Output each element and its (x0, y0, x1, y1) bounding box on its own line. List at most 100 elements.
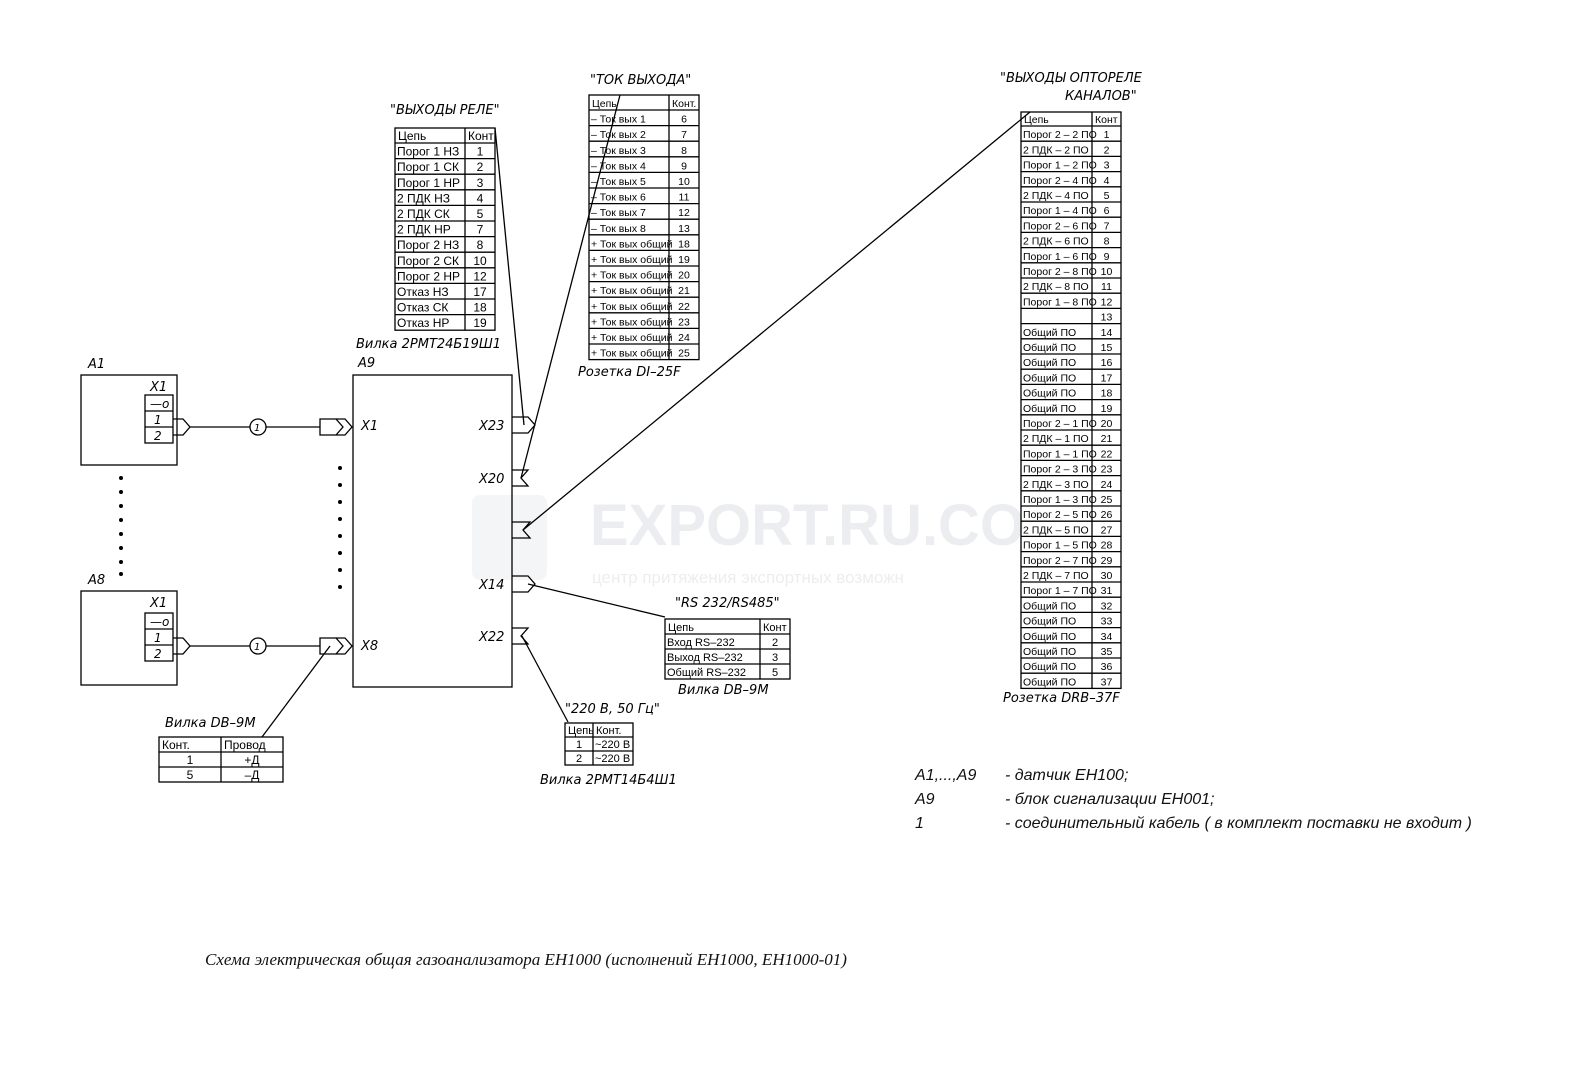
opto-table-cell-r3-c0: Порог 2 – 4 ПО (1023, 175, 1097, 187)
legend-desc-3: - соединительный кабель ( в комплект пос… (1005, 815, 1472, 832)
db9-table-cell-r0-c0: 1 (187, 753, 194, 767)
rs-table-title: "RS 232/RS485" (675, 596, 780, 611)
opto-table-cell-r4-c0: 2 ПДК – 4 ПО (1023, 190, 1089, 202)
power-table-header-0: Цепь (568, 725, 594, 737)
relay-table-cell-r11-c0: Отказ НР (397, 316, 449, 330)
relay-table-cell-r5-c0: 2 ПДК НР (397, 223, 451, 237)
relay-table-cell-r5-c1: 7 (477, 223, 484, 237)
current-table-grid (588, 94, 700, 361)
current-table-footer: Розетка DI–25F (578, 365, 681, 380)
current-table-cell-r8-c1: 18 (678, 238, 690, 250)
sensor-a8-connector-label: X1 (149, 596, 167, 611)
block-a9-label: A9 (357, 356, 375, 371)
sensor-a8-label: A8 (87, 573, 105, 588)
opto-table-cell-r22-c1: 23 (1101, 464, 1113, 476)
opto-table-cell-r8-c0: Порог 1 – 6 ПО (1023, 251, 1097, 263)
sensor-a1-pin-shield: —o (150, 397, 169, 411)
current-table-cell-r8-c0: + Ток вых общий (591, 238, 673, 250)
opto-table-cell-r24-c1: 25 (1101, 494, 1113, 506)
leader-lines (494, 94, 1031, 723)
opto-table-cell-r16-c1: 17 (1101, 372, 1113, 384)
block-a9-body (352, 374, 513, 688)
opto-table-cell-r23-c0: 2 ПДК – 3 ПО (1023, 479, 1089, 491)
watermark-brand: EXPORT.RU.CO (590, 493, 1025, 558)
rs-table-cell-r0-c1: 2 (772, 637, 778, 649)
opto-table-cell-r6-c0: Порог 2 – 6 ПО (1023, 220, 1097, 232)
port-label-x1: X1 (360, 419, 378, 434)
sensor-a1-pin-2: 2 (154, 429, 162, 443)
port-label-x8: X8 (360, 639, 378, 654)
rs-table-cell-r1-c1: 3 (772, 652, 778, 664)
db9-table-cell-r1-c0: 5 (187, 768, 194, 782)
current-table-cell-r15-c0: + Ток вых общий (591, 348, 673, 360)
current-table-cell-r3-c0: – Ток вых 4 (591, 160, 646, 172)
watermark-logo-icon (472, 495, 547, 580)
rs-table-cell-r0-c0: Вход RS–232 (667, 637, 735, 649)
opto-table-cell-r10-c1: 11 (1101, 281, 1112, 293)
opto-table-cell-r36-c1: 37 (1101, 676, 1113, 688)
diagram-caption: Схема электрическая общая газоанализатор… (205, 950, 847, 969)
current-table-cell-r1-c1: 7 (681, 129, 687, 141)
opto-table-cell-r19-c1: 20 (1101, 418, 1113, 430)
current-table-cell-r11-c0: + Ток вых общий (591, 285, 673, 297)
power-table-title: "220 В, 50 Гц" (565, 702, 660, 717)
legend: A1,...,A9 - датчик ЕН100; A9 - блок сигн… (914, 767, 1472, 832)
rs-table-footer: Вилка DB–9M (678, 683, 769, 698)
opto-table-cell-r12-c1: 13 (1101, 312, 1113, 324)
opto-table-cell-r19-c0: Порог 2 – 1 ПО (1023, 418, 1097, 430)
opto-table-cell-r27-c1: 28 (1101, 540, 1113, 552)
power-table-cell-r1-c0: 2 (576, 753, 582, 765)
opto-table-cell-r14-c1: 15 (1101, 342, 1113, 354)
opto-table-cell-r26-c1: 27 (1101, 524, 1113, 536)
opto-table-cell-r20-c0: 2 ПДК – 1 ПО (1023, 433, 1089, 445)
opto-table-cell-r9-c0: Порог 2 – 8 ПО (1023, 266, 1097, 278)
current-table-cell-r5-c0: – Ток вых 6 (591, 192, 646, 204)
relay-table-cell-r2-c1: 3 (477, 176, 484, 190)
opto-table-cell-r33-c1: 34 (1101, 631, 1113, 643)
current-table-cell-r9-c0: + Ток вых общий (591, 254, 673, 266)
current-table-cell-r1-c0: – Ток вых 2 (591, 129, 646, 141)
power-table-cell-r0-c1: ~220 В (595, 739, 630, 751)
opto-table-cell-r31-c1: 32 (1101, 600, 1113, 612)
sensor-a1-connector-label: X1 (149, 380, 167, 395)
power-table-header-1: Конт. (596, 725, 621, 737)
relay-table-cell-r7-c1: 10 (473, 254, 487, 268)
opto-table-cell-r29-c0: 2 ПДК – 7 ПО (1023, 570, 1089, 582)
rs-table-header-1: Конт (763, 622, 787, 634)
current-table-title: "ТОК ВЫХОДА" (590, 73, 691, 88)
opto-table-cell-r28-c0: Порог 2 – 7 ПО (1023, 555, 1097, 567)
legend-desc-2: - блок сигнализации ЕН001; (1005, 791, 1215, 808)
rs-table-cell-r2-c0: Общий RS–232 (667, 667, 746, 679)
relay-table-cell-r8-c1: 12 (473, 269, 487, 283)
power-table-cell-r0-c0: 1 (576, 739, 582, 751)
opto-table-cell-r5-c0: Порог 1 – 4 ПО (1023, 205, 1097, 217)
current-table-cell-r6-c0: – Ток вых 7 (591, 207, 646, 219)
current-table-header-1: Конт. (672, 98, 696, 110)
opto-table-cell-r18-c1: 19 (1101, 403, 1113, 415)
relay-table-grid (394, 127, 496, 331)
current-table-cell-r10-c1: 20 (678, 270, 690, 282)
opto-table-title-line1: "ВЫХОДЫ ОПТОРЕЛЕ (1000, 71, 1143, 86)
relay-table-cell-r3-c0: 2 ПДК НЗ (397, 191, 450, 205)
opto-table-cell-r25-c1: 26 (1101, 509, 1113, 521)
opto-table-cell-r8-c1: 9 (1104, 251, 1110, 263)
opto-table-cell-r25-c0: Порог 2 – 5 ПО (1023, 509, 1097, 521)
opto-table-cell-r15-c0: Общий ПО (1023, 357, 1076, 369)
opto-table-header-1: Конт (1095, 114, 1118, 126)
opto-table-cell-r28-c1: 29 (1101, 555, 1113, 567)
relay-table-cell-r9-c0: Отказ НЗ (397, 285, 449, 299)
current-table-cell-r0-c0: – Ток вых 1 (591, 114, 646, 126)
watermark: EXPORT.RU.CO центр притяжения экспортных… (472, 493, 1025, 587)
opto-table-cell-r35-c1: 36 (1101, 661, 1113, 673)
opto-table-cell-r2-c0: Порог 1 – 2 ПО (1023, 160, 1097, 172)
opto-table-cell-r5-c1: 6 (1104, 205, 1110, 217)
relay-table-cell-r10-c0: Отказ СК (397, 301, 448, 315)
relay-table-cell-r4-c1: 5 (477, 207, 484, 221)
relay-table-cell-r11-c1: 19 (473, 316, 487, 330)
port-label-x14: X14 (478, 578, 504, 593)
relay-table-cell-r0-c1: 1 (477, 145, 484, 159)
current-table-cell-r12-c1: 22 (678, 301, 690, 313)
